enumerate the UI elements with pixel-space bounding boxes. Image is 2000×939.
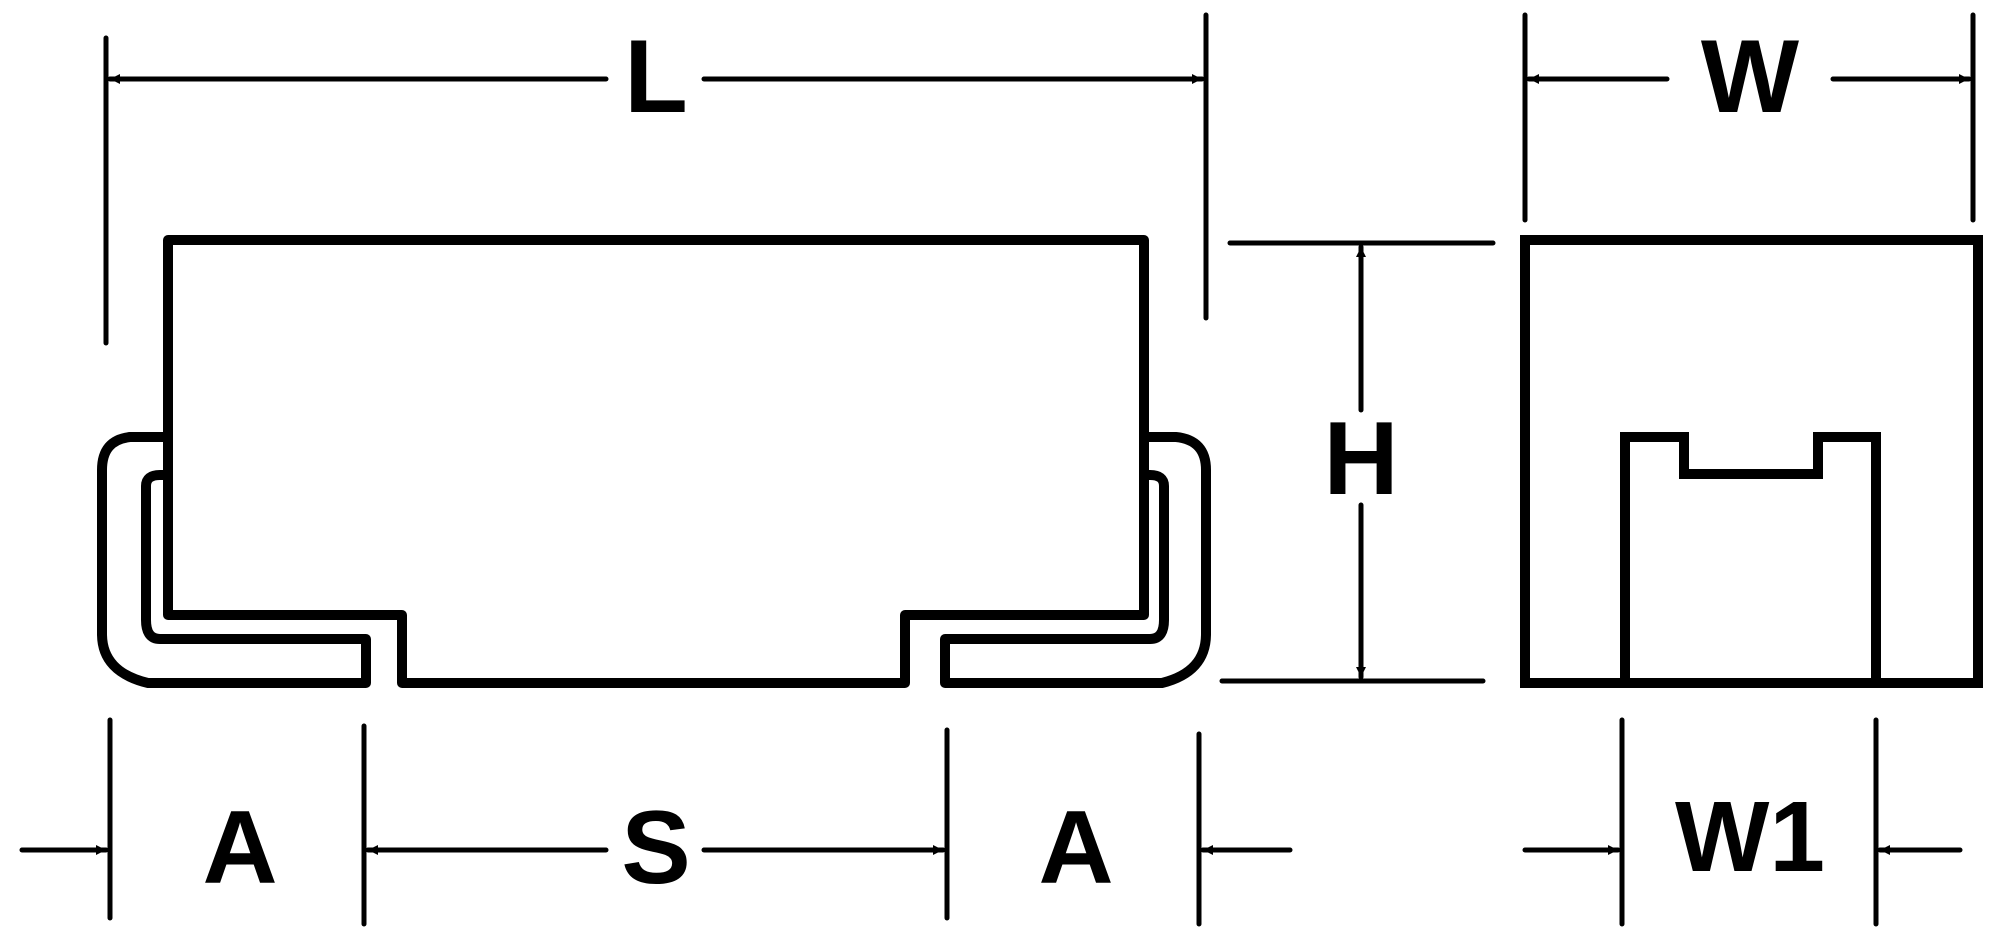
left-terminal-outer <box>97 432 371 688</box>
body-outline <box>163 235 1149 688</box>
end-view-terminal <box>1620 432 1881 683</box>
label-spacing: S <box>621 790 690 906</box>
dimension-labels: L W H A S A W1 <box>202 19 1825 906</box>
label-height: H <box>1323 401 1398 517</box>
label-terminal-left: A <box>202 790 277 906</box>
side-view <box>97 235 1211 688</box>
label-length: L <box>624 19 688 135</box>
label-terminal-right: A <box>1038 790 1113 906</box>
end-view-body <box>1520 235 1983 688</box>
label-width: W <box>1701 19 1800 135</box>
label-terminal-width: W1 <box>1675 781 1825 893</box>
right-terminal-outer <box>940 432 1211 688</box>
dimension-lines <box>19 12 1976 927</box>
end-view <box>1520 235 1983 688</box>
